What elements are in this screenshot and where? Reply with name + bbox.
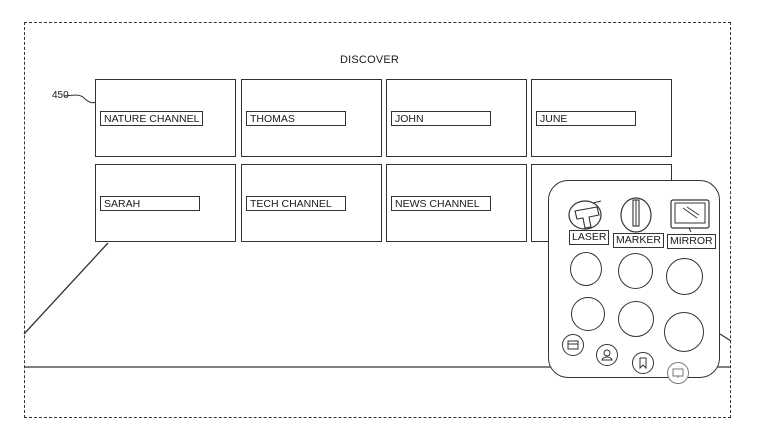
empty-tool-slot[interactable]	[571, 297, 605, 331]
channel-label: NATURE CHANNEL	[100, 111, 203, 126]
channel-label: JOHN	[391, 111, 491, 126]
screen-button[interactable]	[667, 362, 689, 384]
bookmark-button[interactable]	[632, 352, 654, 374]
channel-tile-john[interactable]: JOHN	[386, 79, 527, 157]
empty-tool-slot[interactable]	[570, 252, 602, 286]
window-button[interactable]	[562, 334, 584, 356]
marker-tool[interactable]: MARKER	[613, 196, 663, 250]
user-button[interactable]	[596, 344, 618, 366]
empty-tool-slot[interactable]	[664, 312, 704, 352]
channel-tile-tech[interactable]: TECH CHANNEL	[241, 164, 382, 242]
channel-tile-june[interactable]: JUNE	[531, 79, 672, 157]
screen-icon	[671, 366, 685, 380]
empty-tool-slot[interactable]	[666, 258, 703, 295]
mirror-tool[interactable]: MIRROR	[665, 198, 717, 250]
channel-tile-nature[interactable]: NATURE CHANNEL	[95, 79, 236, 157]
page-title: DISCOVER	[340, 54, 399, 66]
user-icon	[600, 348, 614, 362]
window-icon	[566, 338, 580, 352]
channel-label: TECH CHANNEL	[246, 196, 346, 211]
tool-label: LASER	[569, 230, 609, 245]
channel-tile-sarah[interactable]: SARAH	[95, 164, 236, 242]
empty-tool-slot[interactable]	[618, 301, 654, 337]
empty-tool-slot[interactable]	[618, 253, 653, 289]
mirror-icon	[669, 198, 713, 232]
tool-label: MARKER	[613, 233, 664, 248]
channel-label: JUNE	[536, 111, 636, 126]
channel-label: NEWS CHANNEL	[391, 196, 491, 211]
channel-label: THOMAS	[246, 111, 346, 126]
bookmark-icon	[636, 356, 650, 370]
laser-tool[interactable]: LASER	[567, 197, 607, 249]
channel-label: SARAH	[100, 196, 200, 211]
reference-numeral: 450	[52, 90, 69, 101]
channel-tile-news[interactable]: NEWS CHANNEL	[386, 164, 527, 242]
channel-tile-thomas[interactable]: THOMAS	[241, 79, 382, 157]
tool-label: MIRROR	[667, 234, 716, 249]
marker-icon	[618, 196, 658, 234]
laser-pointer-icon	[567, 197, 607, 233]
